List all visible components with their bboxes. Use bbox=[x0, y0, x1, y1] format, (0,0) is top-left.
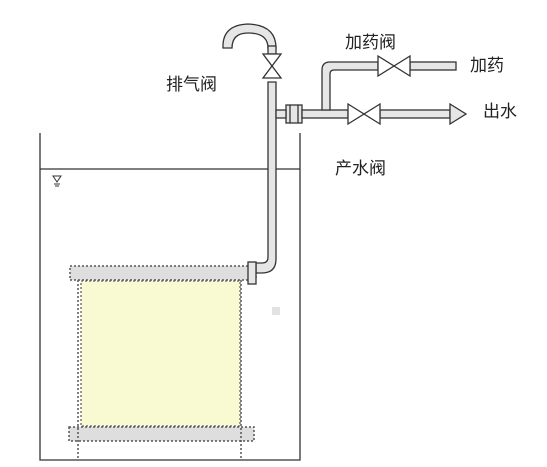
module-top-header bbox=[69, 265, 257, 281]
dosing-riser bbox=[321, 61, 379, 111]
exhaust-hook bbox=[222, 23, 277, 49]
riser-pipe bbox=[247, 81, 303, 285]
water-level-icon bbox=[52, 175, 62, 187]
exhaust-valve-label: 排气阀 bbox=[166, 75, 217, 95]
outlet-arrow-icon bbox=[449, 102, 468, 126]
module-bottom-header bbox=[68, 426, 255, 442]
dosing-valve-icon bbox=[377, 54, 411, 78]
tee-fitting bbox=[285, 104, 303, 124]
dosing-label: 加药 bbox=[470, 56, 504, 76]
exhaust-valve-icon bbox=[261, 53, 283, 79]
dosing-valve-label: 加药阀 bbox=[345, 33, 396, 53]
water-out-label: 出水 bbox=[483, 102, 517, 122]
membrane-body bbox=[80, 280, 241, 427]
production-valve-icon bbox=[347, 102, 381, 126]
small-marker bbox=[272, 307, 280, 315]
tank bbox=[39, 133, 301, 461]
production-valve-label: 产水阀 bbox=[335, 159, 386, 179]
membrane-module bbox=[68, 265, 257, 460]
tee-connector bbox=[275, 109, 287, 119]
module-outlet-fitting bbox=[247, 261, 257, 285]
riser-pipe-body bbox=[255, 81, 277, 274]
exhaust-pipe bbox=[222, 23, 277, 55]
tank-walls bbox=[39, 133, 301, 461]
